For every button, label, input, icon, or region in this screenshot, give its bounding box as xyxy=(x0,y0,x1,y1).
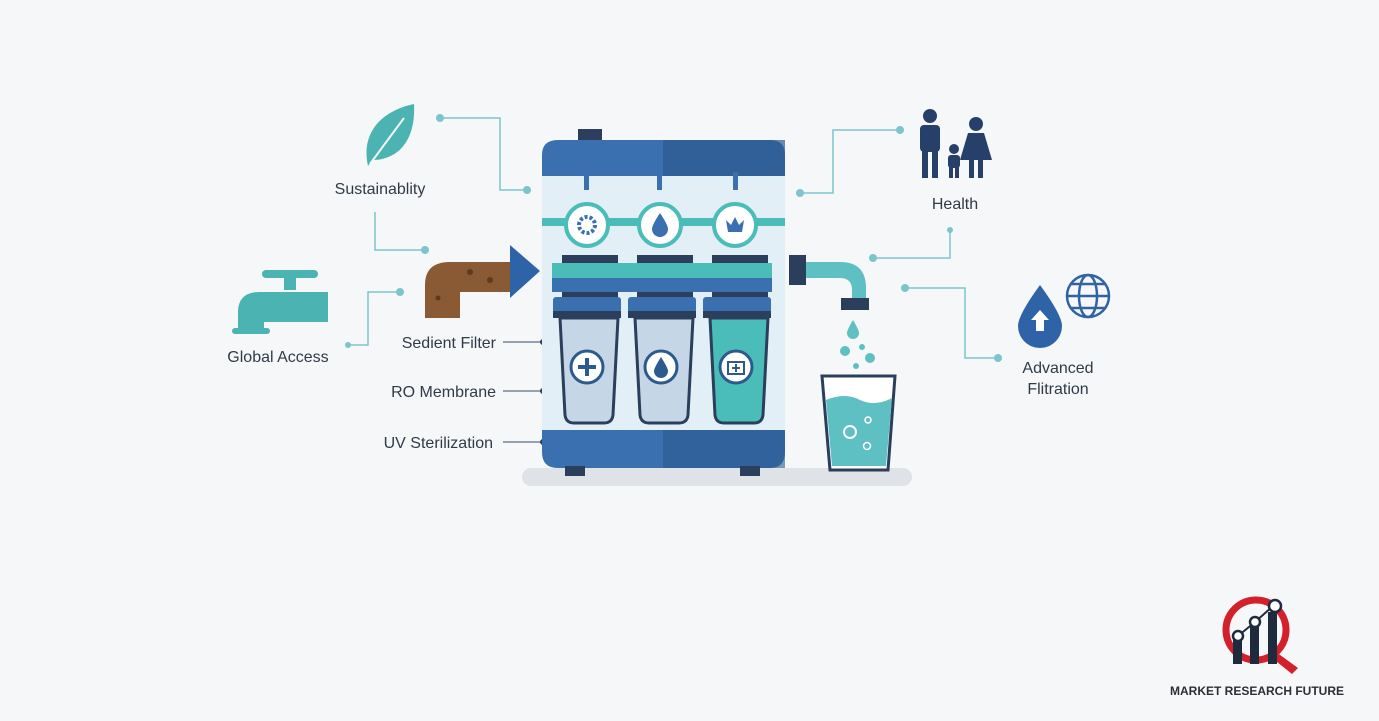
globe-icon xyxy=(1065,273,1111,319)
market-research-future-logo xyxy=(1222,596,1298,674)
water-droplets xyxy=(840,320,875,369)
health-label: Health xyxy=(932,196,978,213)
sustainability-label: Sustainablity xyxy=(335,181,426,198)
gear-icon xyxy=(564,202,610,248)
connector-lines xyxy=(345,114,1002,445)
leaf-icon xyxy=(366,104,415,166)
drop-icon xyxy=(643,349,679,385)
sediment-filter-label: Sedient Filter xyxy=(402,335,497,352)
uv-sterilization-label: UV Sterilization xyxy=(384,435,493,452)
outlet-pipe xyxy=(789,255,869,310)
base-shadow xyxy=(522,468,912,486)
advanced-filtration-label-line1: Advanced xyxy=(1022,360,1093,377)
medical-kit-icon xyxy=(718,349,754,385)
water-drop-icon xyxy=(637,202,683,248)
global-access-label: Global Access xyxy=(227,349,328,366)
water-glass-icon xyxy=(820,374,897,472)
advanced-filtration-label-line2: Flitration xyxy=(1027,381,1088,398)
plus-icon xyxy=(569,349,605,385)
inlet-pipe xyxy=(425,245,540,318)
ro-membrane-label: RO Membrane xyxy=(391,384,496,401)
faucet-icon xyxy=(232,270,328,334)
family-icon xyxy=(920,109,992,178)
crown-icon xyxy=(712,202,758,248)
logo-text: MARKET RESEARCH FUTURE xyxy=(1170,684,1344,698)
upload-drop-icon xyxy=(1018,285,1062,348)
purifier-machine xyxy=(542,129,785,476)
flow-arrow-icon xyxy=(510,245,540,298)
